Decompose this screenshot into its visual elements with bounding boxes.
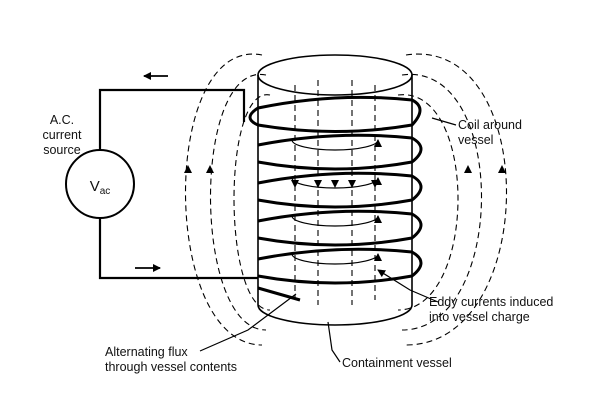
coil-turn	[257, 171, 423, 209]
flux-arrow-down	[348, 180, 356, 188]
flux-arrow-down	[291, 180, 299, 188]
source-label-line1: A.C.	[50, 113, 74, 127]
vessel-callout-line	[327, 321, 341, 363]
flux-line-right-outer	[405, 53, 507, 346]
flux-arrow-up	[464, 165, 472, 173]
coil-turn	[257, 209, 423, 247]
eddy-current-loop	[291, 215, 382, 227]
eddy-currents	[291, 139, 382, 265]
vac-label: Vac	[90, 178, 111, 197]
coil-label-line2: vessel	[458, 133, 493, 147]
coil-turn	[248, 95, 422, 133]
flux-arrow-down	[331, 180, 339, 188]
flux-arrow-up	[206, 165, 214, 173]
flux-line-left-middle	[210, 74, 267, 331]
containment-vessel	[257, 54, 413, 326]
flux-arrow-up	[498, 165, 506, 173]
labels: A.C. current source Coil around vessel E…	[43, 113, 554, 374]
flux-line-left-inner	[233, 94, 271, 311]
flux-lines	[185, 53, 507, 346]
source-label-line2: current	[43, 128, 82, 142]
eddy-callout-line	[377, 269, 439, 303]
eddy-label-line2: into vessel charge	[429, 310, 530, 324]
wire-bottom	[98, 218, 258, 280]
flux-line-right-middle	[401, 74, 483, 331]
eddy-current-loop	[291, 139, 382, 151]
flux-arrow-up	[184, 165, 192, 173]
flux-arrow-down	[314, 180, 322, 188]
flux-label-line2: through vessel contents	[105, 360, 237, 374]
wire-top	[98, 88, 246, 150]
vessel-bottom-rim	[257, 304, 413, 326]
eddy-label-line1: Eddy currents induced	[429, 295, 553, 309]
eddy-current-loop	[291, 253, 382, 265]
flux-callout-line	[199, 293, 297, 352]
coil	[248, 95, 423, 302]
coil-turn	[257, 133, 423, 171]
coil-lead-bottom	[257, 286, 301, 302]
coil-turn	[257, 247, 423, 285]
flux-label-line1: Alternating flux	[105, 345, 188, 359]
circuit: Vac	[65, 72, 258, 280]
flux-line-left-outer	[185, 53, 263, 346]
vessel-label: Containment vessel	[342, 356, 452, 370]
voltage-source-symbol	[65, 149, 135, 219]
vessel-top-rim	[257, 54, 413, 96]
flux-line-right-inner	[397, 94, 459, 311]
eddy-current-loop	[291, 177, 382, 189]
coil-callout-line	[431, 117, 457, 126]
coil-label-line1: Coil around	[458, 118, 522, 132]
source-label-line3: source	[43, 143, 81, 157]
